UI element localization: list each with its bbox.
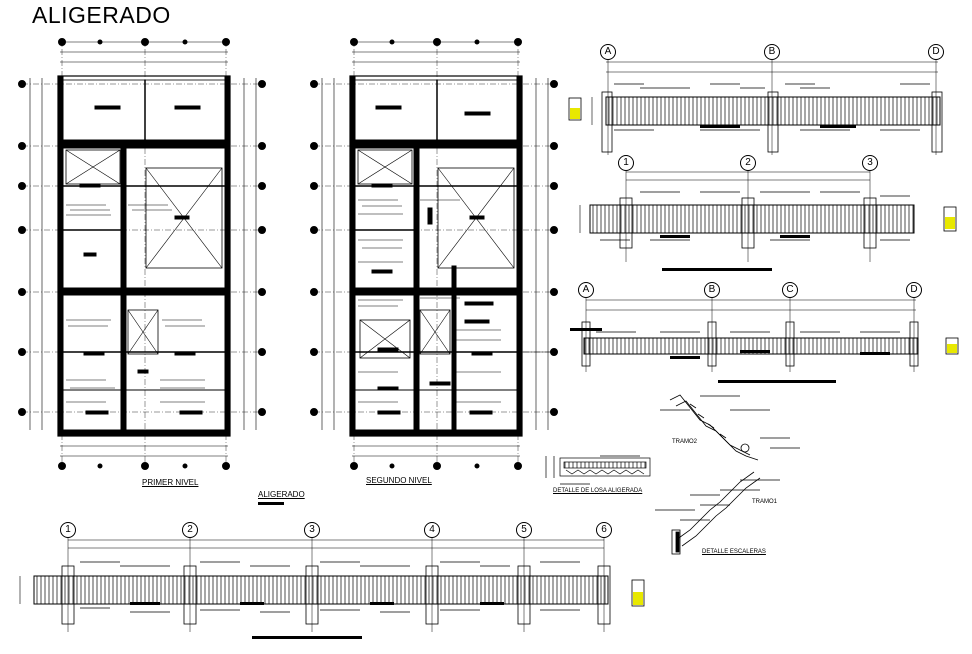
first-floor-label: PRIMER NIVEL [142, 478, 199, 487]
axis-bubble: 3 [862, 155, 878, 171]
second-floor-label: SEGUNDO NIVEL [366, 476, 432, 485]
aligerado-label: ALIGERADO [258, 490, 305, 499]
axis-bubble: A [600, 44, 616, 60]
axis-bubble: 6 [596, 522, 612, 538]
plan-second-floor [310, 38, 558, 470]
stairs-detail [655, 394, 800, 555]
axis-bubble: D [906, 282, 922, 298]
beam-elevation-bottom [19, 536, 645, 639]
axis-bubble: A [578, 282, 594, 298]
stairs-detail-label: DETALLE ESCALERAS [702, 549, 766, 555]
axis-bubble: D [928, 44, 944, 60]
axis-bubble: B [764, 44, 780, 60]
beam-elevation-middle [579, 168, 957, 271]
beam-elevation-lower [570, 296, 959, 383]
flight2-label: TRAMO2 [672, 439, 698, 445]
axis-bubble: C [782, 282, 798, 298]
label-bar [258, 502, 284, 505]
slab-detail-label: DETALLE DE LOSA ALIGERADA [553, 488, 643, 494]
axis-bubble: 2 [182, 522, 198, 538]
plan-first-floor [18, 38, 266, 470]
drawing-title: ALIGERADO [32, 2, 171, 28]
axis-bubble: 5 [516, 522, 532, 538]
flight1-label: TRAMO1 [752, 499, 778, 505]
axis-bubble: 3 [304, 522, 320, 538]
slab-detail [545, 455, 651, 485]
axis-bubble: B [704, 282, 720, 298]
beam-elevation-top [568, 58, 943, 155]
axis-bubble: 4 [424, 522, 440, 538]
axis-bubble: 1 [618, 155, 634, 171]
axis-bubble: 2 [740, 155, 756, 171]
axis-bubble: 1 [60, 522, 76, 538]
